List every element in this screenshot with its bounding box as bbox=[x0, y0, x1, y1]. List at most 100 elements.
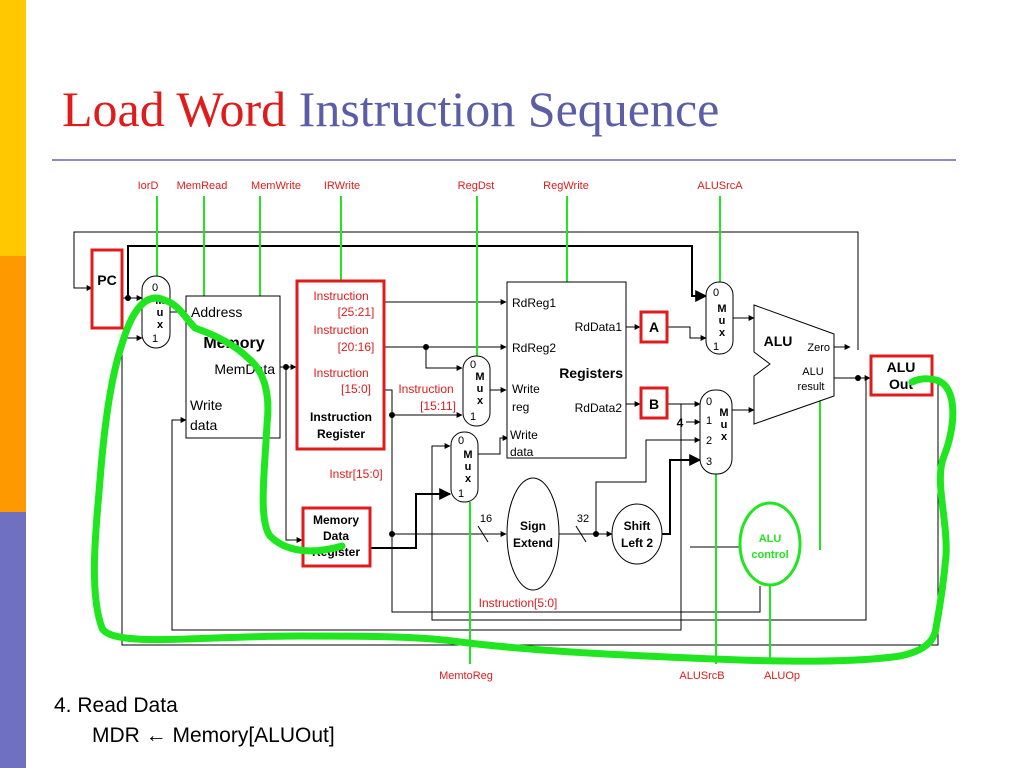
bits-32-label: 32 bbox=[577, 513, 589, 525]
stripe-orange bbox=[0, 256, 26, 512]
alu-name: ALU bbox=[764, 333, 793, 349]
alu-result-label-1: ALU bbox=[802, 366, 823, 378]
ir-field-label-1: Instruction bbox=[313, 289, 368, 303]
registers-rdreg2: RdReg2 bbox=[512, 341, 556, 355]
memory-data-register bbox=[301, 506, 372, 568]
registers-writedata-1: Write bbox=[510, 428, 538, 442]
title-load-word: Load Word bbox=[62, 81, 287, 137]
instr-15-11-label-2: [15:11] bbox=[420, 399, 456, 413]
wire-pc-feedback bbox=[73, 231, 859, 350]
mux-regdst-x: x bbox=[477, 395, 484, 407]
slide-title: Load Word Instruction Sequence bbox=[62, 84, 719, 134]
caption-step: 4. Read Data bbox=[54, 694, 178, 717]
signal-memtoreg: MemtoReg bbox=[439, 670, 493, 682]
alu-control-line-1: ALU bbox=[759, 533, 782, 545]
shift-left-line-2: Left 2 bbox=[621, 536, 653, 550]
ir-field-label-2: Instruction bbox=[313, 323, 368, 337]
signal-memread: MemRead bbox=[177, 180, 228, 192]
mux-iord-u: u bbox=[157, 307, 164, 319]
signal-regwrite: RegWrite bbox=[543, 180, 589, 192]
sign-extend bbox=[506, 477, 560, 591]
sign-extend-line-2: Extend bbox=[513, 536, 553, 550]
mux-iord-0: 0 bbox=[152, 282, 158, 294]
register-a bbox=[639, 310, 669, 344]
mux-memtoreg-u: u bbox=[465, 461, 472, 473]
ir-name-2: Register bbox=[317, 427, 365, 441]
alu-result-label-2: result bbox=[798, 381, 825, 393]
mux-iord-x: x bbox=[157, 319, 164, 331]
register-a-label: A bbox=[649, 319, 659, 335]
stripe-purple bbox=[0, 512, 26, 768]
signal-regdst: RegDst bbox=[458, 180, 495, 192]
signal-iord: IorD bbox=[138, 180, 159, 192]
constant-four: 4 bbox=[677, 416, 684, 430]
wire-ir-regdst-0 bbox=[425, 347, 463, 371]
control-labels: IorD MemRead MemWrite IRWrite RegDst Reg… bbox=[138, 180, 800, 682]
mux-alusrcb bbox=[699, 389, 733, 475]
signal-alusrca: ALUSrcA bbox=[697, 180, 743, 192]
title-underline bbox=[52, 159, 956, 161]
mux-memtoreg bbox=[450, 431, 479, 503]
mux-alusrcb-m: M bbox=[719, 407, 728, 419]
mux-alusrca-0: 0 bbox=[713, 287, 719, 299]
registers-reg: reg bbox=[512, 400, 529, 414]
stripe-yellow bbox=[0, 0, 26, 256]
registers-write: Write bbox=[512, 382, 540, 396]
mux-alusrcb-1: 1 bbox=[706, 415, 712, 427]
bus-slash-16 bbox=[477, 525, 489, 543]
memory-write-label: Write bbox=[190, 397, 223, 413]
mux-alusrcb-u: u bbox=[721, 419, 728, 431]
mux-alusrca-x: x bbox=[719, 327, 726, 339]
instr-15-11-label-1: Instruction bbox=[398, 382, 453, 396]
mux-alusrca-1: 1 bbox=[713, 341, 719, 353]
aluout-line-1: ALU bbox=[887, 359, 916, 375]
signal-irwrite: IRWrite bbox=[324, 180, 360, 192]
alu-zero-label: Zero bbox=[807, 342, 830, 354]
alu-shape bbox=[753, 304, 835, 425]
registers-rddata2: RdData2 bbox=[575, 401, 623, 415]
caption-action: MDR ← Memory[ALUOut] bbox=[92, 724, 335, 747]
mux-memtoreg-0: 0 bbox=[458, 435, 464, 447]
mux-regdst-0: 0 bbox=[470, 359, 476, 371]
ir-field-label-3: Instruction bbox=[313, 366, 368, 380]
wire-memtoreg-out bbox=[478, 435, 509, 455]
mux-iord bbox=[141, 275, 171, 349]
mux-memtoreg-m: M bbox=[463, 449, 472, 461]
memory-data-label: data bbox=[190, 417, 217, 433]
wire-pc-to-alumux bbox=[127, 245, 708, 302]
mux-regdst-u: u bbox=[477, 383, 484, 395]
mux-alusrcb-3: 3 bbox=[706, 456, 712, 468]
mux-alusrcb-0: 0 bbox=[706, 396, 712, 408]
mux-memtoreg-1: 1 bbox=[458, 488, 464, 500]
highlight-path-read-data bbox=[90, 294, 957, 665]
pc-label: PC bbox=[97, 272, 116, 288]
wire-memdata-mdr bbox=[285, 367, 303, 543]
bits-16-label: 16 bbox=[480, 513, 492, 525]
ir-field-25-21: [25:21] bbox=[338, 305, 375, 319]
registers-rdreg1: RdReg1 bbox=[512, 296, 556, 310]
registers-name: Registers bbox=[559, 365, 623, 381]
wire-a-alumux bbox=[667, 326, 707, 341]
mux-alusrca-u: u bbox=[719, 315, 726, 327]
mux-alusrca-m: M bbox=[717, 303, 726, 315]
mux-memtoreg-x: x bbox=[465, 473, 472, 485]
control-lines bbox=[156, 196, 821, 664]
instr-5-0-label: Instruction[5:0] bbox=[479, 596, 558, 610]
shift-left-2 bbox=[611, 503, 663, 565]
ir-field-20-16: [20:16] bbox=[338, 340, 375, 354]
register-b-label: B bbox=[649, 396, 659, 412]
alu-control bbox=[738, 501, 802, 587]
junctions bbox=[125, 295, 861, 537]
mux-alusrca bbox=[705, 281, 734, 355]
wire-ir-15-0 bbox=[384, 389, 761, 613]
mux-regdst-1: 1 bbox=[470, 411, 476, 423]
memory-address-label: Address bbox=[191, 304, 242, 320]
alu-control-line-2: control bbox=[751, 549, 788, 561]
mdr-line-2: Data bbox=[323, 529, 349, 543]
mux-alusrcb-x: x bbox=[721, 431, 728, 443]
registers-rddata1: RdData1 bbox=[575, 320, 623, 334]
title-instruction-sequence: Instruction Sequence bbox=[298, 81, 720, 137]
mux-alusrcb-2: 2 bbox=[706, 435, 712, 447]
signal-memwrite: MemWrite bbox=[251, 180, 301, 192]
